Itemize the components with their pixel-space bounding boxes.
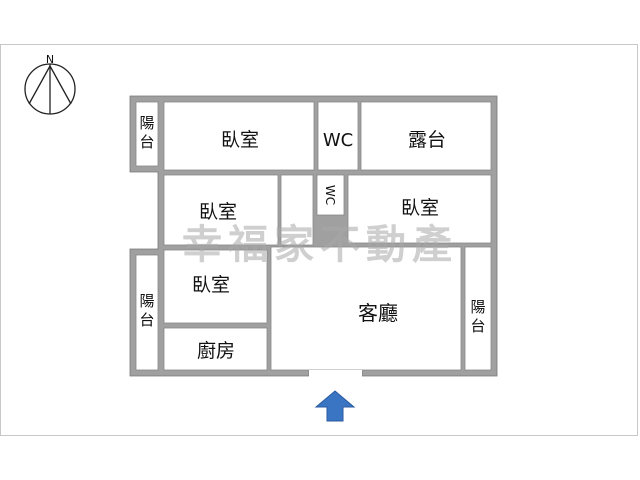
label-bedroom-top: 臥室 bbox=[221, 129, 259, 151]
room-bedroom-mid-left bbox=[163, 174, 279, 246]
label-living-room: 客廳 bbox=[358, 301, 398, 325]
label-balcony-right-1: 陽 bbox=[470, 298, 485, 316]
label-terrace: 露台 bbox=[408, 129, 446, 151]
compass-north-label: N bbox=[46, 53, 54, 66]
label-bedroom-lower: 臥室 bbox=[192, 274, 230, 296]
label-balcony-bottom-left-2: 台 bbox=[139, 311, 154, 329]
label-balcony-bottom-left-1: 陽 bbox=[139, 292, 154, 310]
entrance-opening bbox=[309, 370, 362, 378]
label-kitchen: 廚房 bbox=[197, 339, 235, 362]
room-wc-mid bbox=[316, 174, 345, 216]
room-corridor bbox=[280, 174, 314, 246]
room-bedroom-lower bbox=[163, 249, 268, 324]
compass-icon: N bbox=[24, 53, 76, 115]
room-bedroom-mid-right bbox=[347, 174, 492, 244]
label-balcony-right-2: 台 bbox=[470, 317, 485, 335]
room-balcony-right bbox=[464, 246, 492, 371]
watermark: 幸福家不動產 bbox=[182, 222, 458, 268]
label-wc-mid: WC bbox=[323, 185, 337, 205]
room-bedroom-top bbox=[163, 101, 315, 171]
room-kitchen bbox=[163, 327, 268, 371]
room-balcony-bottom-left bbox=[135, 254, 159, 371]
room-living bbox=[270, 246, 462, 371]
up-arrow-icon bbox=[314, 390, 356, 422]
label-bedroom-mid-right: 臥室 bbox=[401, 197, 439, 219]
label-balcony-top-left-2: 台 bbox=[139, 133, 154, 151]
label-balcony-top-left-1: 陽 bbox=[139, 114, 154, 132]
room-labels: 陽 台 臥室 WC 露台 臥室 WC 臥室 陽 台 臥室 廚房 客廳 陽 台 bbox=[139, 114, 485, 362]
room-terrace bbox=[360, 101, 492, 171]
room-balcony-top-left bbox=[135, 101, 159, 167]
label-bedroom-mid-left: 臥室 bbox=[199, 201, 237, 223]
label-wc-top: WC bbox=[323, 130, 353, 151]
room-wc-top bbox=[317, 101, 359, 171]
rooms bbox=[135, 101, 492, 378]
